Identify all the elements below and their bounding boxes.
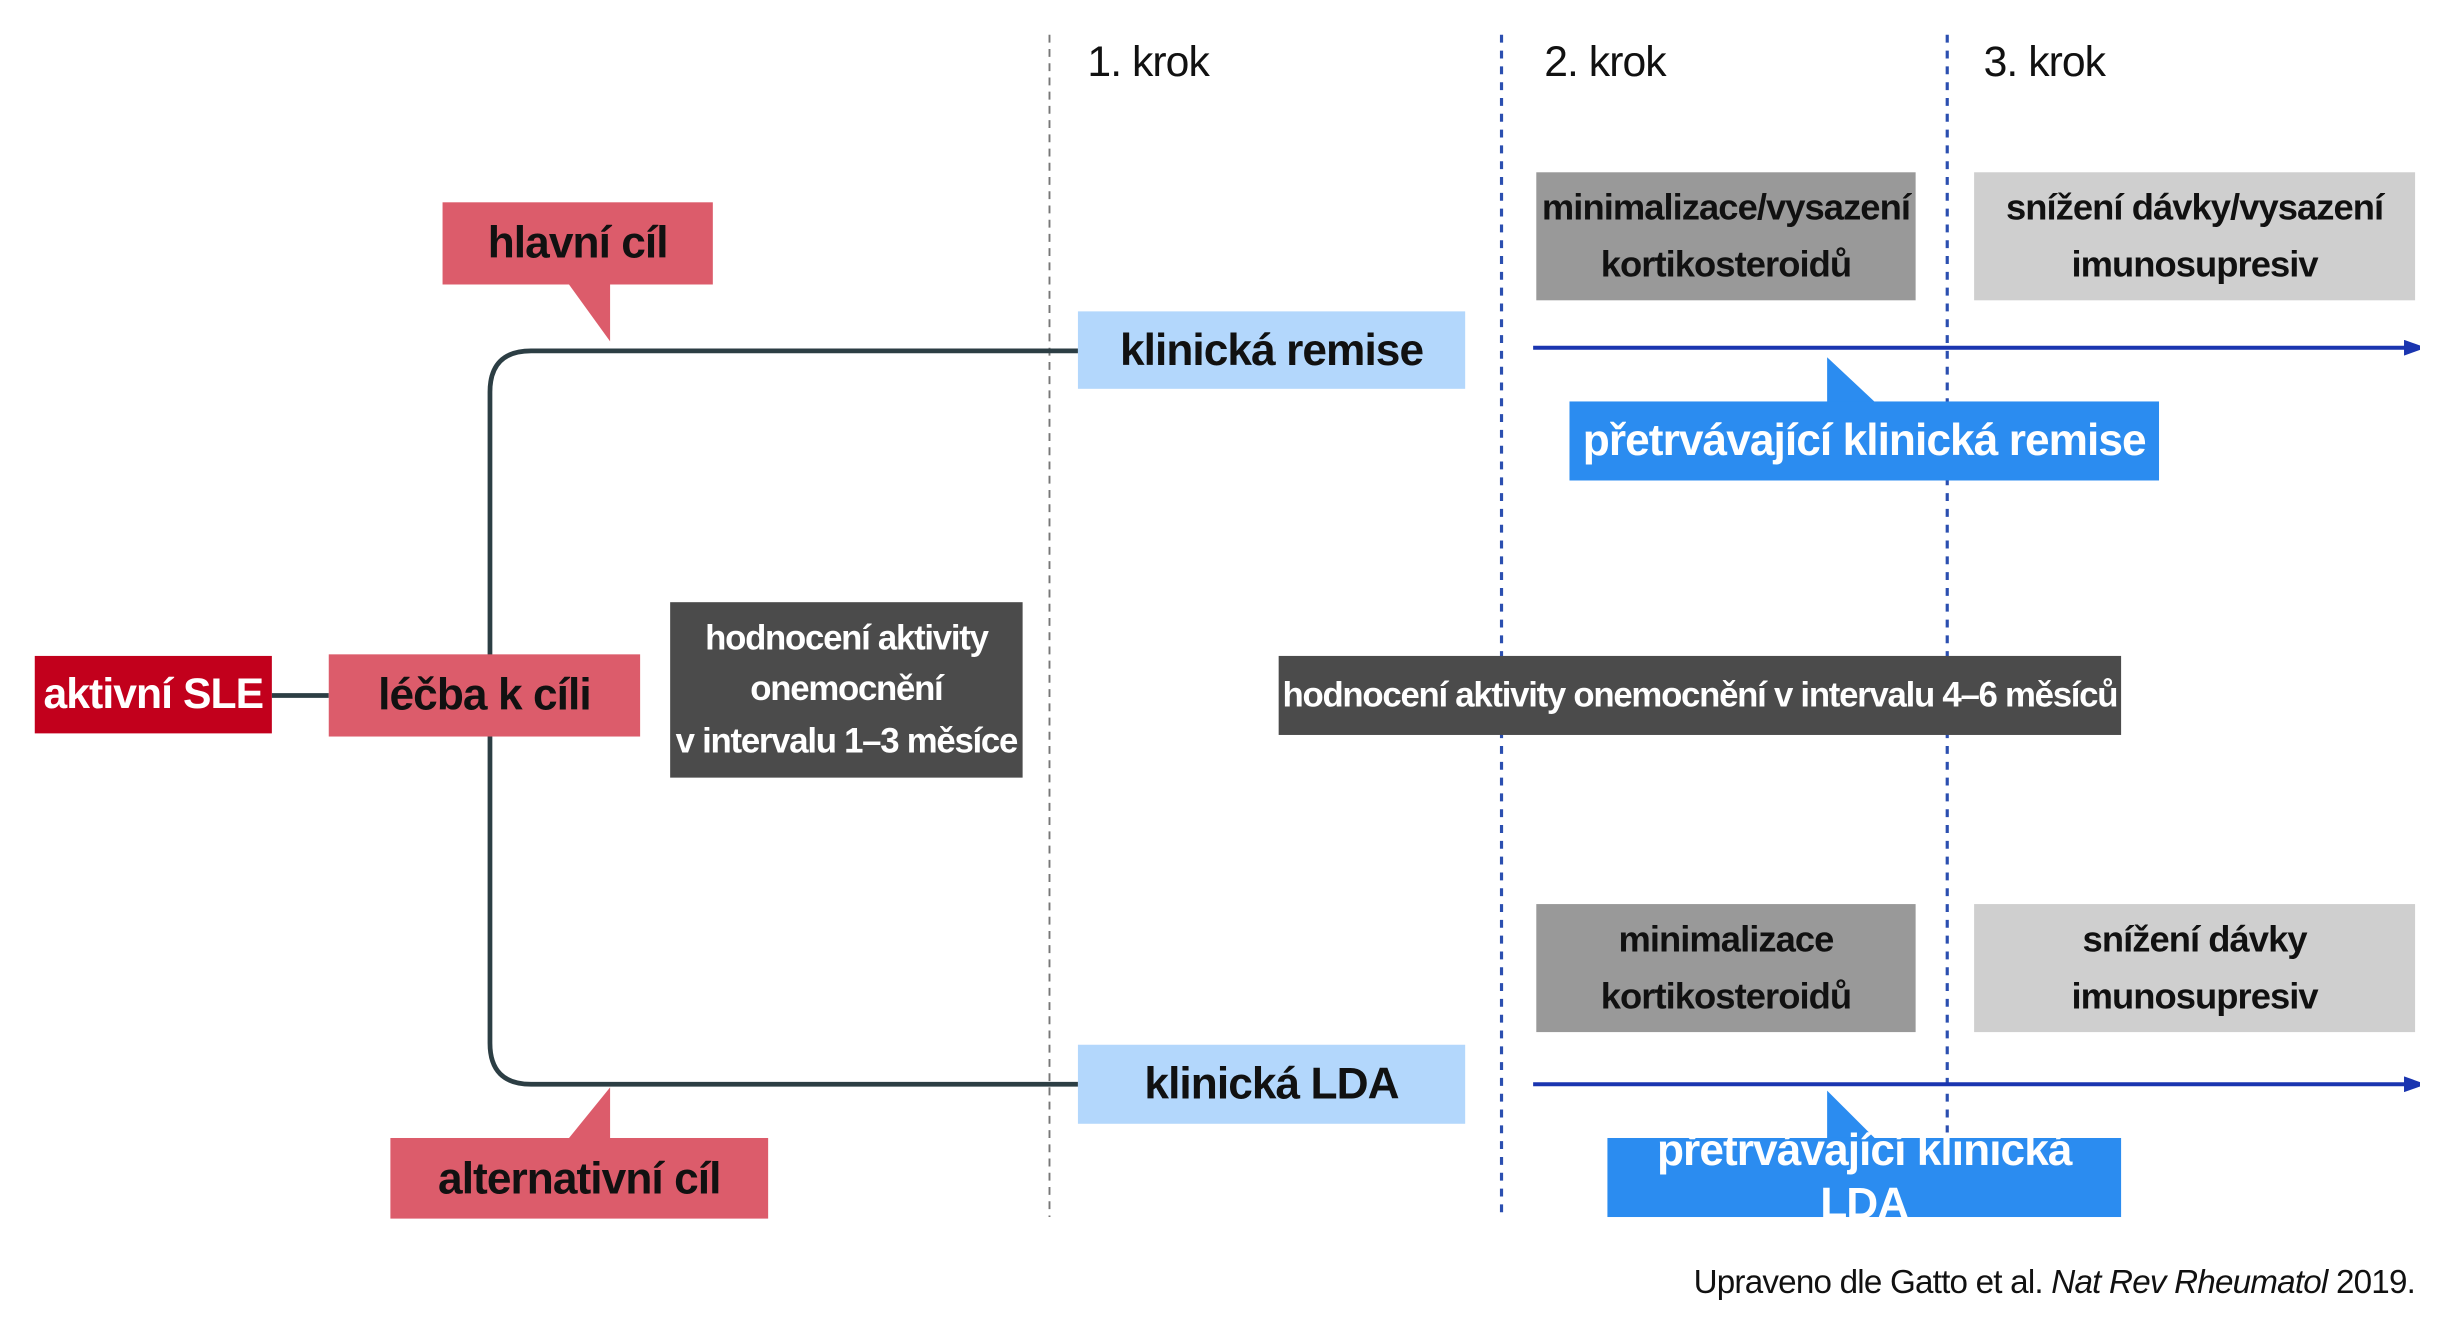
clinical-lda-box: klinická LDA (1077, 1044, 1466, 1124)
step2-header: 2. krok (1544, 37, 1666, 86)
main-goal-label: hlavní cíl (487, 218, 669, 268)
step3-header: 3. krok (1983, 37, 2106, 86)
alternative-goal-box: alternativní cíl (390, 1137, 769, 1219)
sustained-remission-label: přetrvávající klinická remise (1582, 416, 2147, 466)
remission-step3-box: snížení dávky/vysazení imunosupresiv (1974, 172, 2416, 301)
clinical-lda-label: klinická LDA (1144, 1059, 1399, 1109)
main-goal-tail (568, 284, 611, 342)
lda-step3-box: snížení dávky imunosupresiv (1974, 904, 2416, 1033)
treat-to-target-box: léčba k cíli (328, 654, 641, 737)
sustained-lda-box: přetrvávající klinická LDA (1607, 1126, 2122, 1228)
sustained-remission-box: přetrvávající klinická remise (1569, 401, 2160, 481)
assessment-1-3-line1: hodnocení aktivity (705, 617, 989, 657)
source-year: 2019. (2335, 1264, 2416, 1301)
lda-step2-line1: minimalizace (1618, 918, 1834, 960)
source-journal: Nat Rev Rheumatol (2051, 1264, 2328, 1301)
lda-step2-box: minimalizace kortikosteroidů (1536, 904, 1916, 1033)
clinical-remission-label: klinická remise (1119, 325, 1424, 375)
alternative-goal-label: alternativní cíl (438, 1153, 721, 1203)
assessment-4-6-box: hodnocení aktivity onemocnění v interval… (1278, 655, 2122, 735)
assessment-4-6-label: hodnocení aktivity onemocnění v interval… (1282, 674, 2118, 715)
lda-step3-line2: imunosupresiv (2071, 974, 2318, 1016)
remission-step2-box: minimalizace/vysazení kortikosteroidů (1536, 172, 1916, 301)
clinical-remission-box: klinická remise (1077, 311, 1466, 389)
treat-to-target-label: léčba k cíli (378, 670, 591, 720)
step1-header: 1. krok (1087, 37, 1209, 86)
sustained-remission-tail (1827, 357, 1878, 405)
source-prefix: Upraveno dle Gatto et al. (1693, 1264, 2044, 1301)
remission-step3-line2: imunosupresiv (2071, 242, 2318, 284)
remission-step2-line1: minimalizace/vysazení (1541, 186, 1911, 228)
remission-step3-line1: snížení dávky/vysazení (2005, 186, 2384, 228)
active-sle-label: aktivní SLE (43, 670, 264, 719)
assessment-1-3-box: hodnocení aktivity onemocnění v interval… (670, 602, 1023, 778)
lda-step3-line1: snížení dávky (2082, 918, 2308, 960)
sustained-lda-label: přetrvávající klinická LDA (1656, 1125, 2073, 1229)
assessment-1-3-line2: onemocnění (750, 668, 943, 709)
remission-step2-line2: kortikosteroidů (1600, 242, 1852, 284)
source-citation: Upraveno dle Gatto et al. Nat Rev Rheuma… (1693, 1264, 2416, 1302)
active-sle-box: aktivní SLE (34, 655, 272, 734)
assessment-1-3-line3: v intervalu 1–3 měsíce (675, 720, 1019, 760)
sustained-lda-tail (1827, 1090, 1878, 1142)
alt-goal-tail (568, 1087, 611, 1138)
main-goal-box: hlavní cíl (442, 202, 713, 285)
lda-step2-line2: kortikosteroidů (1600, 974, 1852, 1016)
